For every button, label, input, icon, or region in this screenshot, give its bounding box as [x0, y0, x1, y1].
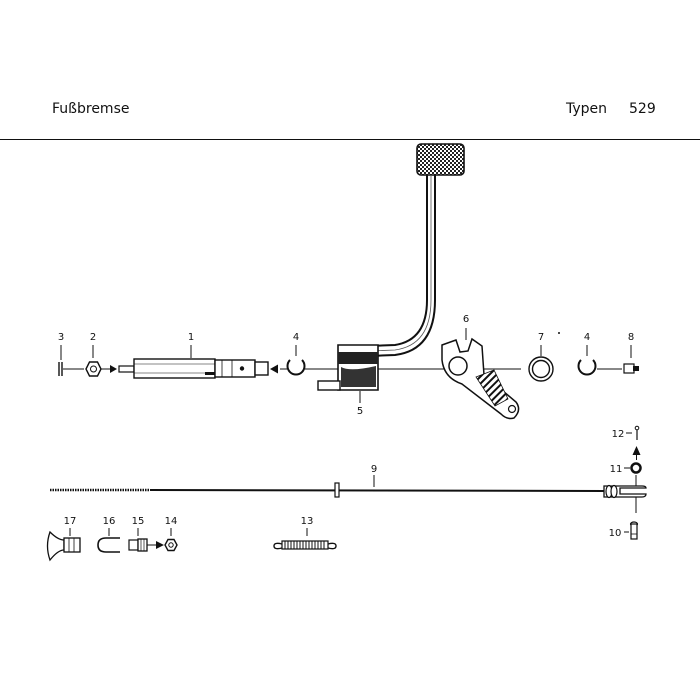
part-4-circlip-left [270, 345, 306, 376]
label-part-5: 5 [357, 406, 363, 417]
label-part-1: 1 [188, 332, 194, 343]
label-part-6: 6 [463, 314, 469, 325]
label-part-9: 9 [371, 464, 377, 475]
label-part-14: 14 [165, 516, 178, 527]
label-part-13: 13 [301, 516, 314, 527]
label-part-8: 8 [628, 332, 634, 343]
part-14-nut [164, 528, 178, 552]
part-6-lever-plate [441, 328, 520, 420]
label-part-4-right: 4 [584, 332, 590, 343]
label-part-16: 16 [103, 516, 116, 527]
label-part-2: 2 [90, 332, 96, 343]
part-1-shaft [118, 345, 269, 379]
part-2-hex-nut [85, 345, 117, 377]
page-title: Fußbremse [52, 101, 130, 117]
label-part-12: 12 [612, 429, 625, 440]
label-part-10: 10 [609, 528, 622, 539]
part-9-brake-rod [50, 475, 647, 513]
part-15-nipple [128, 528, 164, 552]
part-17-wing-nut [46, 528, 81, 562]
part-8-grease-nipple [623, 345, 639, 374]
header-divider [0, 139, 700, 140]
type-number: 529 [629, 101, 656, 117]
label-part-11: 11 [610, 464, 623, 475]
label-part-17: 17 [64, 516, 77, 527]
label-part-15: 15 [132, 516, 145, 527]
part-4-circlip-right [577, 345, 622, 376]
label-part-4-left: 4 [293, 332, 299, 343]
part-13-spring [273, 528, 337, 550]
part-11-washer [624, 462, 642, 474]
part-16-u-clip [97, 528, 120, 553]
type-label: Typen [566, 101, 608, 117]
label-part-3: 3 [58, 332, 64, 343]
part-3-split-pin [58, 345, 84, 376]
part-10-clevis-pin [624, 521, 639, 540]
part-5-pedal-lever [317, 143, 465, 403]
part-12-split-pin [626, 425, 641, 460]
label-part-7: 7 [538, 332, 544, 343]
part-7-bushing [528, 332, 560, 382]
